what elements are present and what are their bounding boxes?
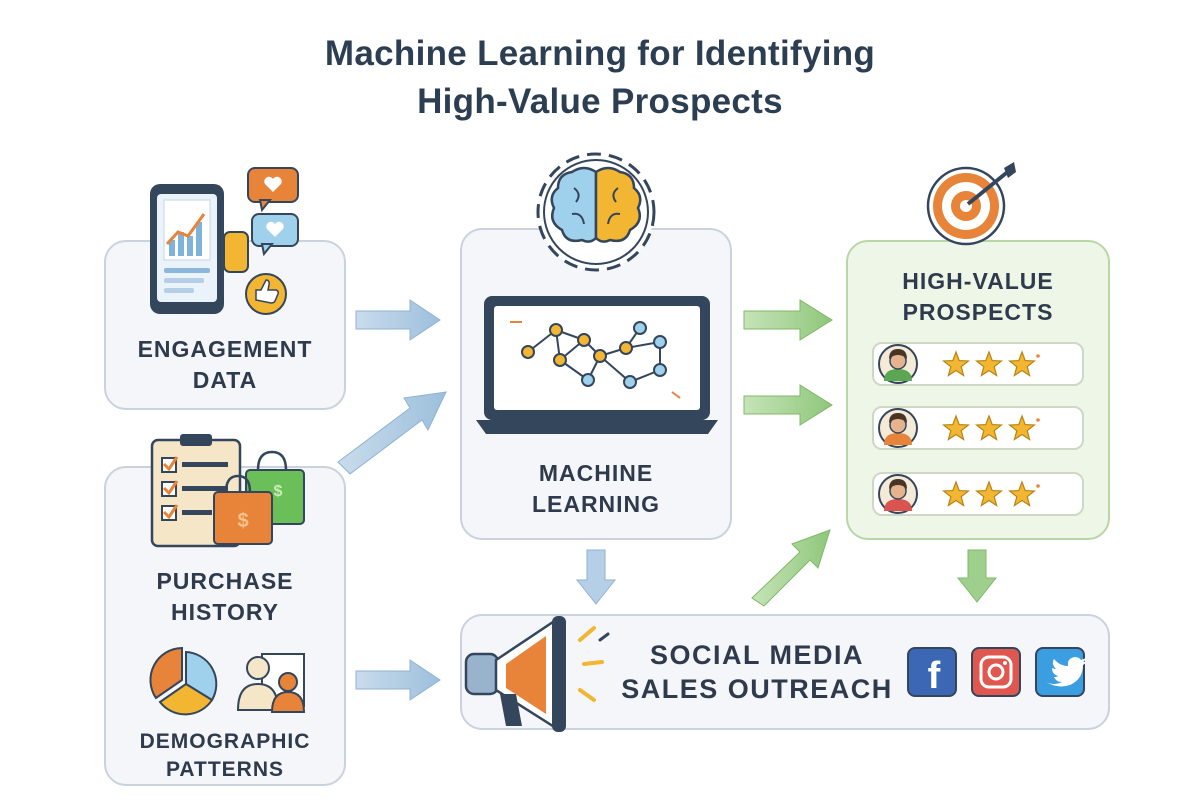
star-icon bbox=[974, 350, 1004, 377]
engagement-data-label-line-1: ENGAGEMENT bbox=[137, 336, 313, 362]
instagram-icon bbox=[971, 647, 1021, 697]
high-value-prospects-label: HIGH-VALUE PROSPECTS bbox=[846, 266, 1110, 328]
page-title-line-2: High-Value Prospects bbox=[417, 82, 783, 121]
star-icon bbox=[941, 414, 971, 441]
social-media-outreach-label-line-2: SALES OUTREACH bbox=[621, 674, 893, 704]
social-media-outreach-label: SOCIAL MEDIA SALES OUTREACH bbox=[612, 638, 902, 706]
high-value-prospects-label-line-2: PROSPECTS bbox=[902, 299, 1054, 325]
engagement-data-label: ENGAGEMENT DATA bbox=[104, 334, 346, 396]
arrow-outreach-to-prospects bbox=[751, 529, 831, 607]
arrow-prospects-to-outreach bbox=[956, 549, 998, 603]
sparkle-dot bbox=[1036, 418, 1040, 422]
demographic-patterns-label: DEMOGRAPHIC PATTERNS bbox=[104, 728, 346, 784]
purchase-history-label-line-2: HISTORY bbox=[171, 599, 279, 625]
heart-bubble-icon bbox=[247, 167, 299, 257]
social-media-outreach-label-line-1: SOCIAL MEDIA bbox=[649, 640, 864, 670]
laptop-network-icon bbox=[476, 296, 718, 434]
avatar-icon bbox=[878, 344, 918, 384]
people-icon bbox=[236, 653, 306, 713]
target-icon bbox=[926, 162, 1016, 246]
arrow-ml-to-prospects-2 bbox=[743, 384, 833, 426]
svg-text:$: $ bbox=[237, 510, 248, 532]
sparkle-dot bbox=[1036, 354, 1040, 358]
star-icon bbox=[974, 414, 1004, 441]
megaphone-icon bbox=[464, 616, 610, 732]
machine-learning-label: MACHINE LEARNING bbox=[460, 458, 732, 520]
star-icon bbox=[974, 480, 1004, 507]
page-title-line-1: Machine Learning for Identifying bbox=[324, 34, 876, 73]
arrow-ml-to-outreach bbox=[575, 549, 617, 605]
machine-learning-label-line-1: MACHINE bbox=[538, 460, 654, 486]
star-icon bbox=[1007, 414, 1037, 441]
arrow-engagement-to-ml bbox=[355, 299, 441, 341]
sparkle-dot bbox=[1036, 484, 1040, 488]
twitter-icon bbox=[1035, 647, 1087, 697]
demographic-patterns-label-line-1: DEMOGRAPHIC bbox=[139, 730, 311, 753]
shopping-bag-icon: $ $ bbox=[213, 450, 305, 545]
svg-text:$: $ bbox=[274, 483, 283, 500]
avatar-icon bbox=[878, 474, 918, 514]
pie-chart-icon bbox=[149, 646, 218, 716]
facebook-icon: f bbox=[907, 647, 957, 697]
star-icon bbox=[941, 480, 971, 507]
social-media-outreach-box bbox=[460, 614, 1110, 730]
arrow-ml-to-prospects-1 bbox=[743, 299, 833, 341]
arrow-purchase-to-ml bbox=[337, 391, 447, 475]
star-icon bbox=[1007, 480, 1037, 507]
star-icon bbox=[1007, 350, 1037, 377]
svg-text:f: f bbox=[928, 655, 941, 697]
purchase-history-label: PURCHASE HISTORY bbox=[104, 566, 346, 628]
demographic-patterns-label-line-2: PATTERNS bbox=[165, 758, 285, 781]
arrow-demographic-to-ml bbox=[355, 659, 441, 701]
high-value-prospects-label-line-1: HIGH-VALUE bbox=[902, 268, 1054, 294]
purchase-history-label-line-1: PURCHASE bbox=[156, 568, 294, 594]
phone-chart-icon bbox=[150, 184, 224, 314]
star-icon bbox=[941, 350, 971, 377]
avatar-icon bbox=[878, 408, 918, 448]
brain-gear-icon bbox=[536, 152, 656, 272]
engagement-data-label-line-2: DATA bbox=[192, 367, 258, 393]
machine-learning-label-line-2: LEARNING bbox=[531, 491, 661, 517]
like-icon bbox=[223, 231, 287, 315]
